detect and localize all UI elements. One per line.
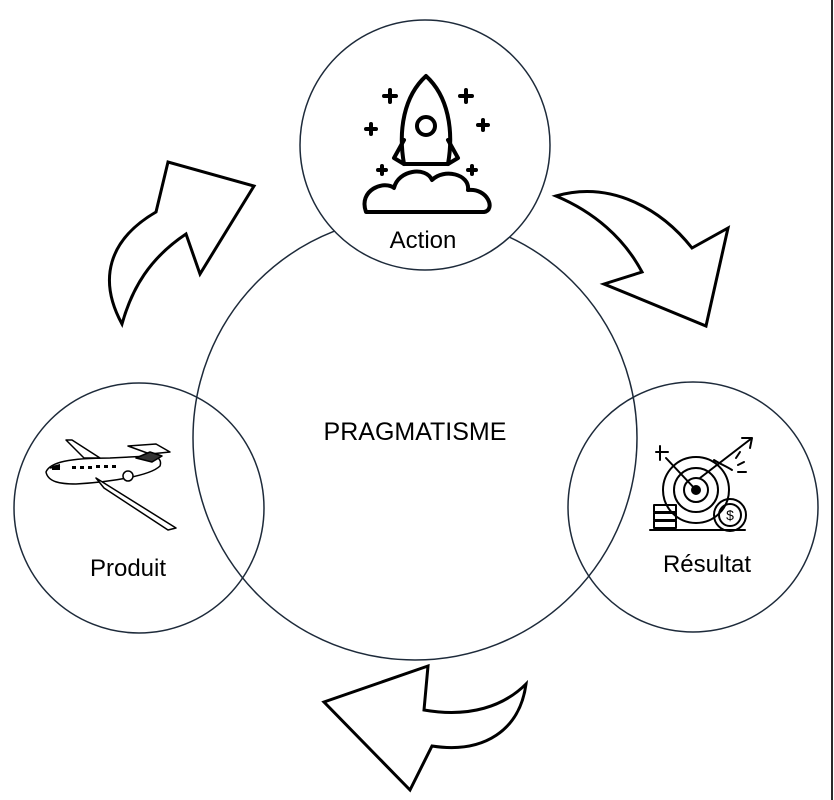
arrow-resultat-to-produit bbox=[321, 663, 529, 793]
resultat-label: Résultat bbox=[663, 551, 751, 578]
target-growth-icon: $ bbox=[649, 437, 753, 532]
resultat-circle bbox=[567, 381, 819, 633]
airplane-icon bbox=[45, 439, 177, 531]
center-label: PRAGMATISME bbox=[324, 418, 507, 446]
arrow-action-to-resultat bbox=[551, 190, 731, 329]
arrow-produit-to-action bbox=[108, 160, 257, 328]
right-border-line bbox=[831, 0, 833, 800]
produit-label: Produit bbox=[90, 555, 166, 582]
rocket-icon bbox=[362, 74, 492, 214]
action-label: Action bbox=[390, 227, 457, 254]
svg-text:$: $ bbox=[726, 507, 734, 523]
produit-circle bbox=[13, 382, 265, 634]
